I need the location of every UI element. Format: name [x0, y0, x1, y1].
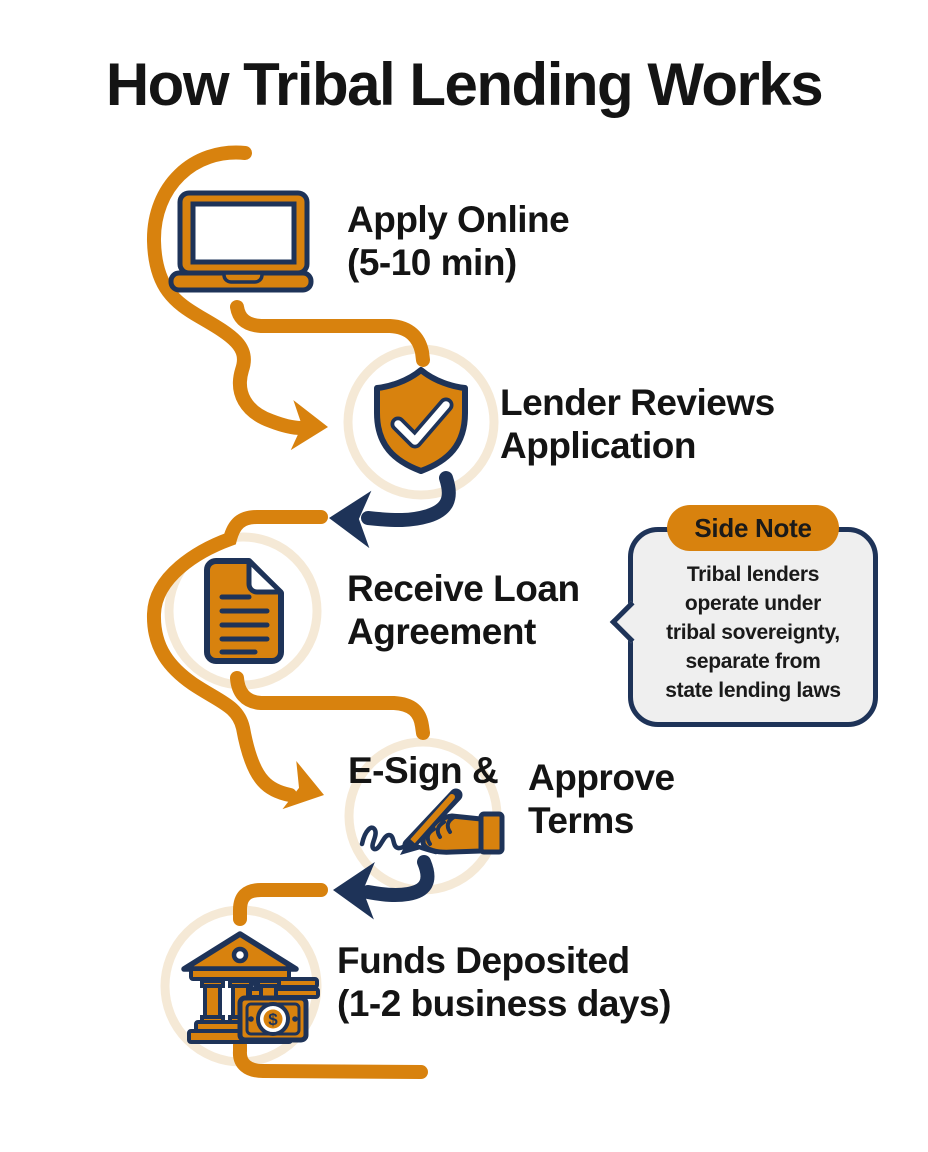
shield-check-icon — [374, 367, 468, 474]
step-receive-agreement-label: Receive Loan Agreement — [347, 567, 580, 653]
step-line: Funds Deposited — [337, 940, 630, 981]
step-line: Approve — [528, 757, 675, 798]
side-note-text: Tribal lenders operate under tribal sove… — [633, 560, 873, 705]
side-note-line: state lending laws — [665, 679, 841, 702]
side-note-badge: Side Note — [667, 505, 839, 551]
side-note-line: separate from — [685, 650, 821, 673]
step-line: Terms — [528, 800, 634, 841]
step-apply-online-label: Apply Online (5-10 min) — [347, 198, 570, 284]
side-note-line: Tribal lenders — [686, 563, 820, 586]
step-line: Apply Online — [347, 199, 570, 240]
money-bill-icon: $ — [237, 995, 309, 1043]
flow-path-orange — [146, 145, 430, 1079]
step-line: Lender Reviews — [500, 382, 775, 423]
step-funds-deposited-label: Funds Deposited (1-2 business days) — [337, 939, 671, 1025]
step-line: (5-10 min) — [347, 242, 517, 283]
signature-squiggle — [359, 825, 439, 855]
step-line: Agreement — [347, 611, 536, 652]
step-line: (1-2 business days) — [337, 983, 671, 1024]
document-icon — [204, 558, 284, 664]
signature-hand-icon — [359, 788, 505, 855]
page-title: How Tribal Lending Works — [105, 51, 824, 118]
step-line: Receive Loan — [347, 568, 580, 609]
step-line: E-Sign & — [348, 750, 499, 791]
dollar-symbol: $ — [268, 1010, 278, 1029]
step-lender-reviews-label: Lender Reviews Application — [500, 381, 775, 467]
side-note-line: operate under — [684, 592, 822, 615]
step-approve-terms-label: Approve Terms — [528, 756, 675, 842]
step-esign-prefix-label: E-Sign & — [348, 749, 499, 792]
bank-deposit-icon: $ — [181, 931, 320, 1044]
side-note-line: tribal sovereignty, — [666, 621, 840, 644]
laptop-icon — [168, 190, 314, 293]
flow-arrows-navy — [361, 471, 456, 903]
step-line: Application — [500, 425, 696, 466]
